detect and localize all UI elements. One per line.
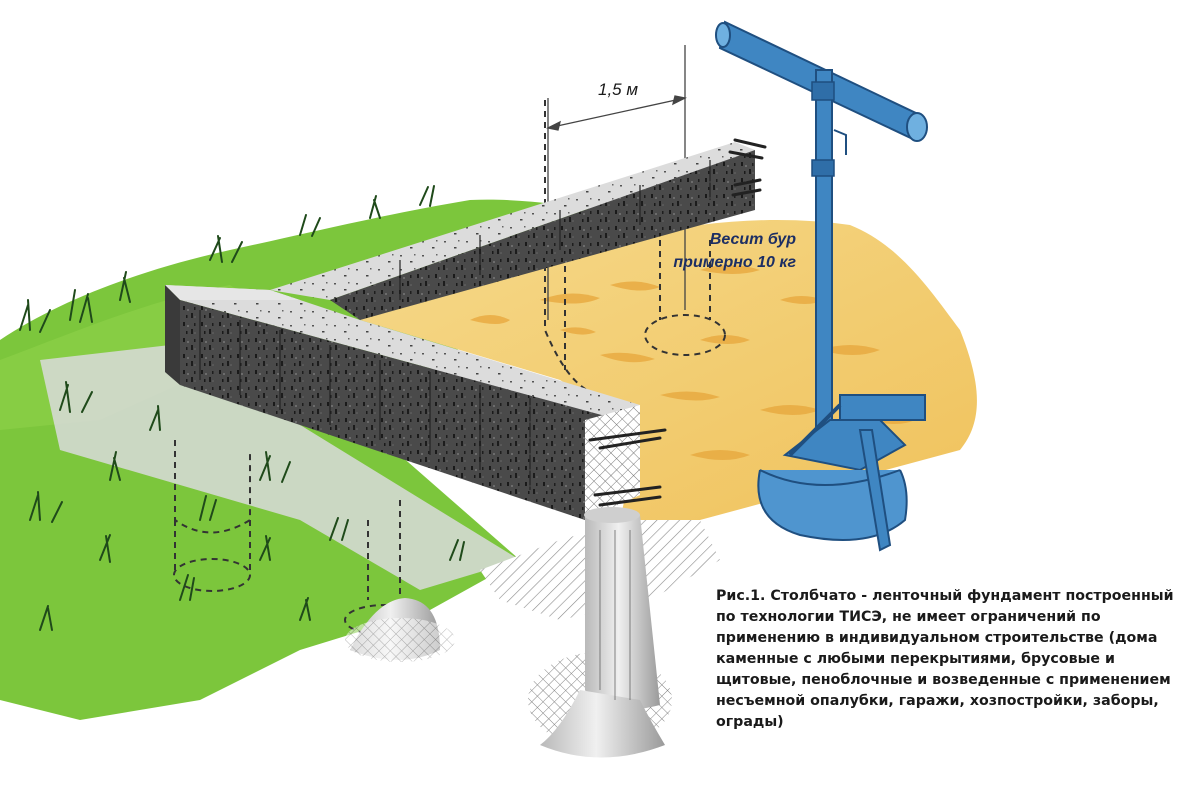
auger-weight-note: Весит бур примерно 10 кг <box>646 228 796 274</box>
dimension-label: 1,5 м <box>598 80 639 99</box>
figure-caption: Рис.1. Столбчато - ленточный фундамент п… <box>716 588 1174 731</box>
foundation-strip <box>165 142 755 520</box>
grass-tuft-icon <box>19 185 465 631</box>
rebar-icon <box>588 138 767 507</box>
auger-note-line2: примерно 10 кг <box>673 254 796 272</box>
ground-strip <box>40 345 520 590</box>
pile-foot-left <box>345 598 455 662</box>
sand-texture <box>470 265 915 460</box>
auger-tool-icon <box>715 20 928 552</box>
pile-icon <box>528 507 672 758</box>
auger-note-line1: Весит бур <box>709 231 796 248</box>
